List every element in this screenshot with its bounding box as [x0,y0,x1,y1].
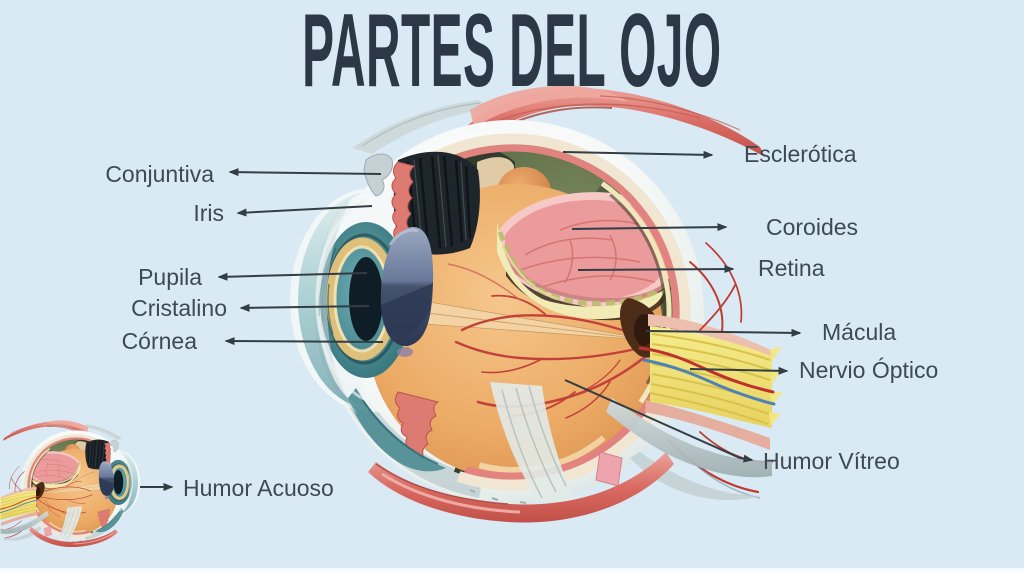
arrow-coroides [571,223,728,232]
arrow-nervio-optico [689,366,789,375]
arrow-pupila [217,272,368,281]
label-coroides: Coroides [766,214,859,240]
label-arrows [140,150,802,491]
arrow-retina [577,265,735,274]
main-eye-illustration [290,86,784,523]
arrow-macula [645,328,802,337]
label-humor-vitreo: Humor Vítreo [763,448,900,474]
arrow-cornea [224,337,384,346]
label-nervio-optico: Nervio Óptico [799,357,939,383]
label-pupila: Pupila [138,264,202,290]
arrow-esclerotica [562,150,714,159]
label-macula: Mácula [822,319,897,345]
label-esclerotica: Esclerótica [744,141,857,167]
label-iris: Iris [193,200,224,226]
bottom-border [0,568,1024,572]
arrow-iris [236,205,373,217]
page-title-text: PARTES DEL OJO [302,0,722,109]
label-conjuntiva: Conjuntiva [105,161,214,187]
page-title: PARTES DEL OJO [0,0,1024,109]
arrow-humor-vitreo [564,379,754,463]
arrow-conjuntiva [228,168,382,177]
label-cristalino: Cristalino [131,295,227,321]
arrow-cristalino [239,303,370,312]
small-eye-illustration [0,420,140,547]
label-humor-acuoso: Humor Acuoso [183,475,334,501]
label-cornea: Córnea [121,328,197,354]
label-retina: Retina [758,255,825,281]
